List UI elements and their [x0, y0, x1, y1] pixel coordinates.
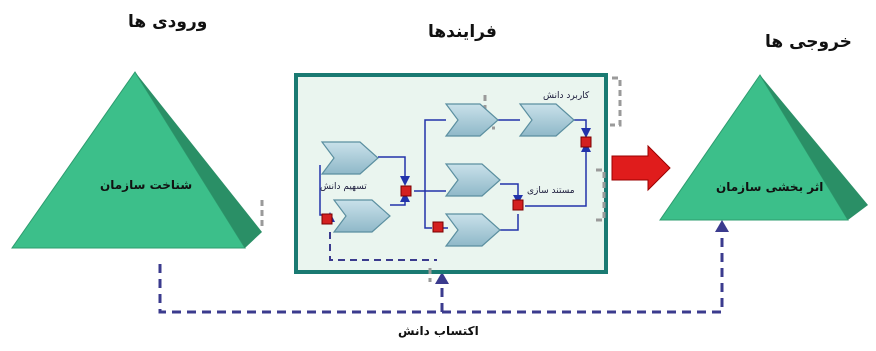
- processes-title: فرایندها: [428, 22, 497, 42]
- outputs-pyramid-label: اثر بخشی سازمان: [716, 180, 824, 194]
- knowledge-application-label: کاربرد دانش: [543, 91, 590, 101]
- documentation-label: مستند سازی: [527, 186, 575, 196]
- knowledge-sharing-label: تسهیم دانش: [320, 182, 367, 192]
- output-arrow: [611, 144, 671, 192]
- knowledge-acquisition-label: اکتساب دانش: [398, 324, 479, 338]
- inner-dashed-path: [329, 232, 437, 261]
- gate-documentation: [444, 163, 501, 197]
- process-gates: [320, 103, 575, 247]
- acquisition-arrowhead-center: [435, 272, 449, 284]
- inputs-pyramid-label: شناخت سازمان: [100, 178, 193, 192]
- inputs-title: ورودی ها: [128, 12, 208, 32]
- outputs-title: خروجی ها: [765, 32, 852, 52]
- gate-sharing-top: [320, 141, 379, 175]
- gate-upper-middle: [444, 103, 499, 137]
- gate-lower: [444, 213, 501, 247]
- knowledge-acquisition-loop: [158, 230, 724, 314]
- gate-sharing-bottom: [332, 199, 391, 233]
- red-nodes: [321, 136, 592, 233]
- inputs-pyramid: [11, 71, 262, 249]
- gate-application: [518, 103, 575, 137]
- acquisition-arrowhead-right: [715, 220, 729, 232]
- outputs-pyramid: [659, 74, 868, 221]
